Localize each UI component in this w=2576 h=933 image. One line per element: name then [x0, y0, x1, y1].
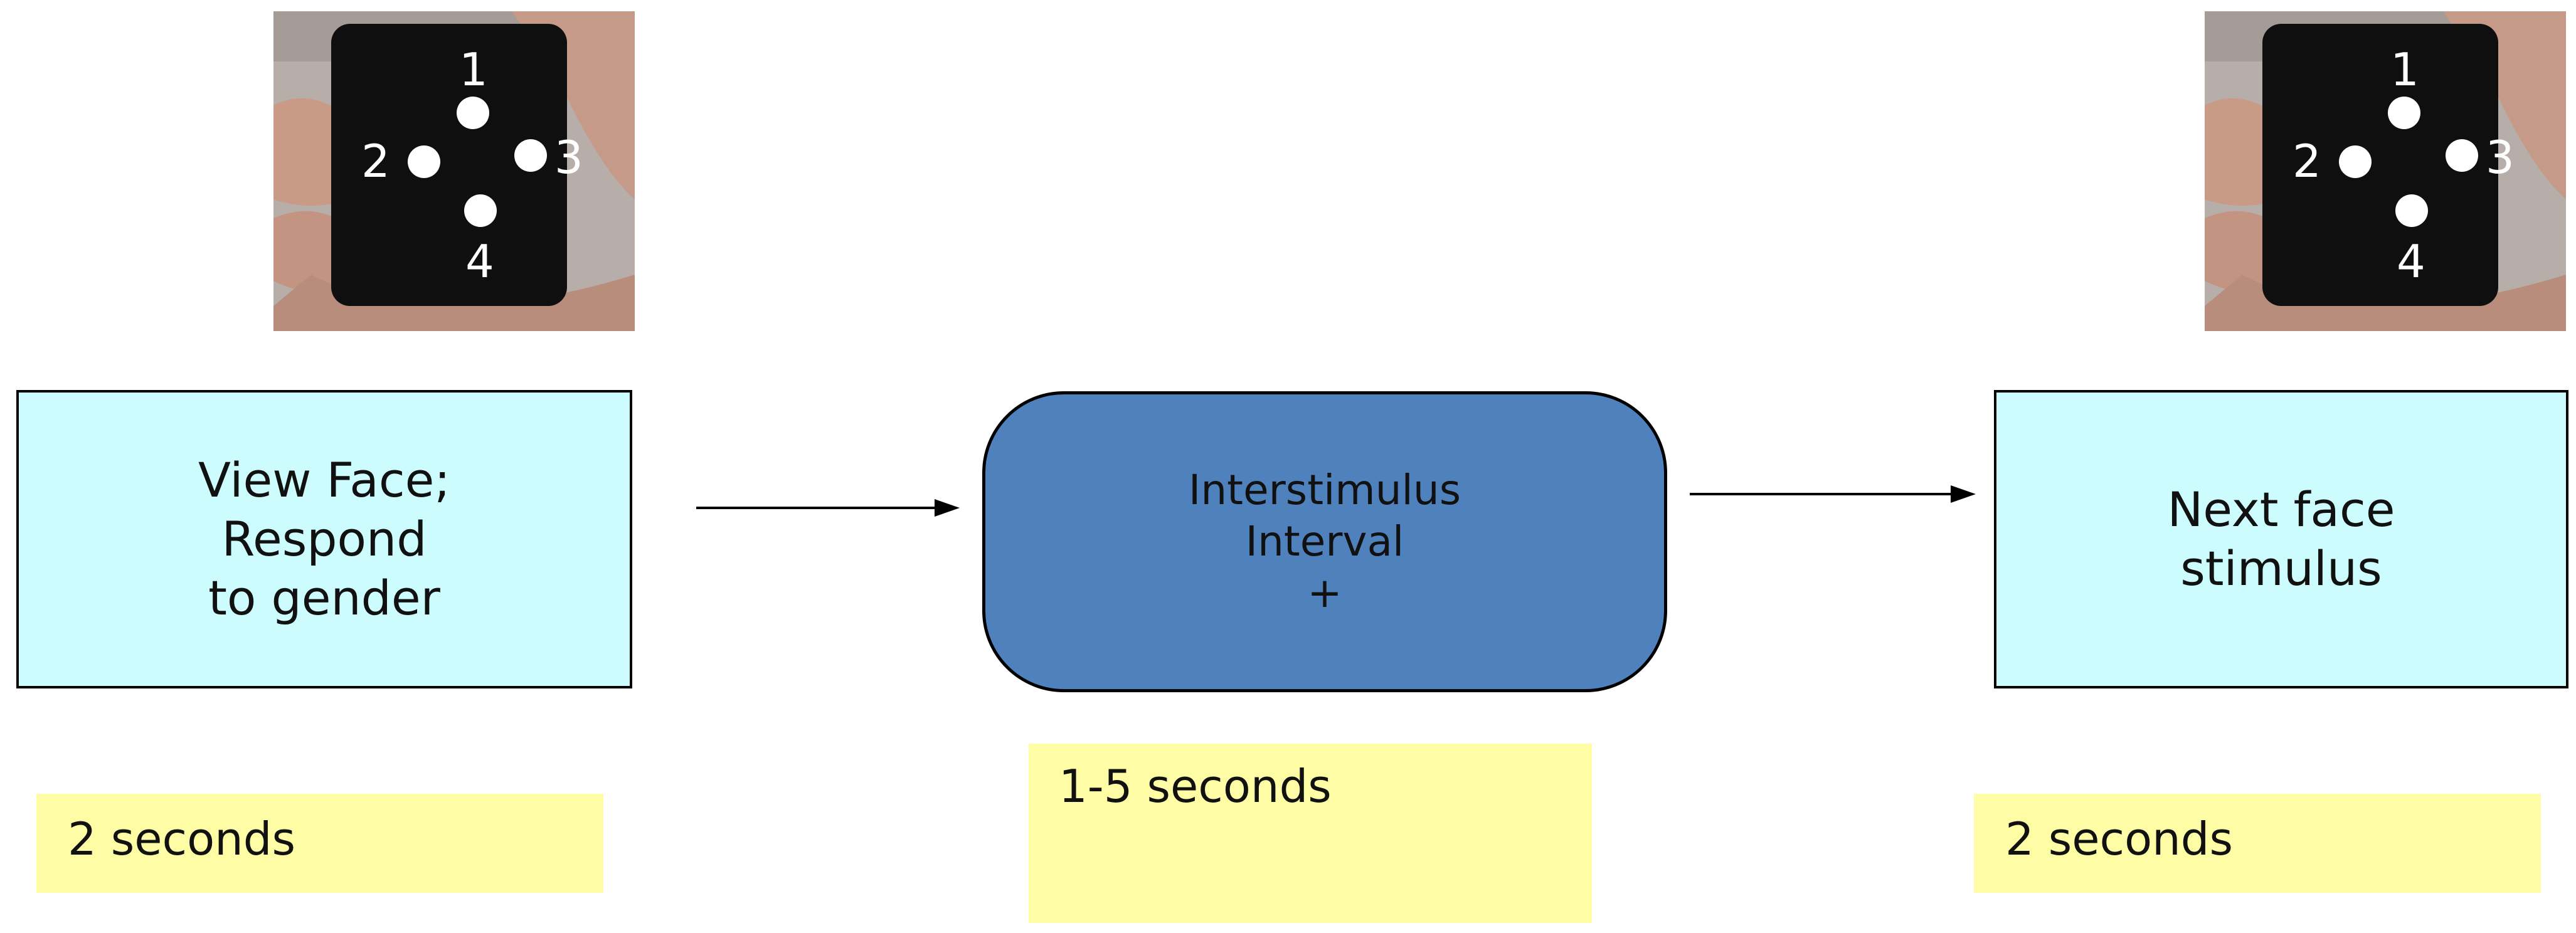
arrow-right-icon [696, 499, 960, 517]
response-pad-image: 1 2 3 4 [2205, 11, 2566, 331]
button-number-1: 1 [459, 43, 488, 96]
response-pad-photo-left: 1 2 3 4 [273, 11, 635, 331]
view-face-line-3: to gender [208, 570, 440, 626]
response-pad-image: 1 2 3 4 [273, 11, 635, 331]
button-number-2: 2 [361, 135, 390, 187]
button-number-2: 2 [2292, 135, 2321, 187]
button-number-3: 3 [554, 131, 583, 184]
next-face-line-1: Next face [2167, 482, 2395, 537]
arrow-right-icon [1690, 485, 1976, 503]
response-pad-photo-right: 1 2 3 4 [2205, 11, 2566, 331]
view-face-line-2: Respond [221, 511, 427, 567]
interstimulus-interval-box: Interstimulus Interval + [982, 391, 1667, 692]
next-face-box: Next face stimulus [1994, 390, 2568, 688]
duration-right: 2 seconds [1974, 794, 2541, 893]
next-face-label: Next face stimulus [2167, 480, 2395, 598]
next-face-line-2: stimulus [2180, 540, 2382, 596]
isi-line-2: Interval [1245, 517, 1404, 566]
view-face-box: View Face; Respond to gender [16, 390, 632, 688]
fixation-cross: + [1307, 569, 1342, 617]
view-face-line-1: View Face; [198, 452, 450, 508]
duration-left: 2 seconds [36, 794, 603, 893]
isi-line-1: Interstimulus [1188, 466, 1461, 514]
button-number-4: 4 [465, 235, 494, 288]
view-face-label: View Face; Respond to gender [198, 451, 450, 628]
duration-middle: 1-5 seconds [1029, 744, 1592, 923]
button-number-4: 4 [2397, 235, 2425, 288]
button-number-3: 3 [2486, 131, 2515, 184]
button-number-1: 1 [2390, 43, 2419, 96]
interstimulus-label: Interstimulus Interval + [1189, 465, 1461, 619]
